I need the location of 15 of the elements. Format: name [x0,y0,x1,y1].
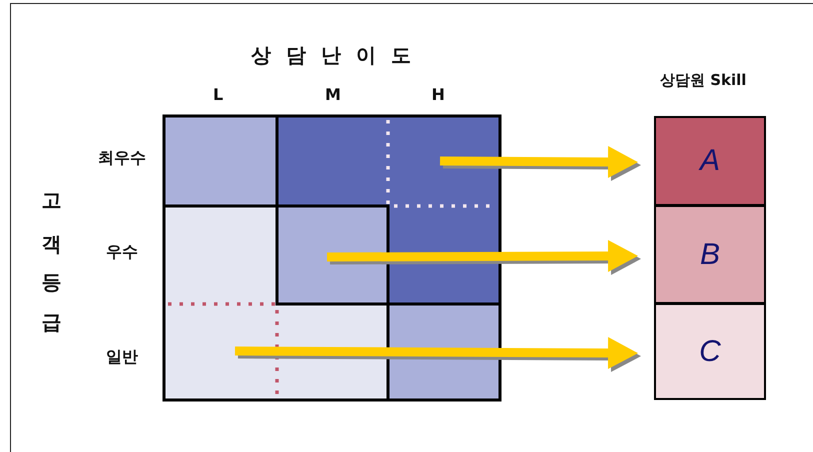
skill-box: B [654,206,766,304]
column-label: H [432,87,445,103]
arrow [440,146,638,178]
axis-title: 고객등급 [42,180,62,340]
column-label: M [325,87,341,103]
row-label: 최우수 [98,150,146,166]
row-label: 일반 [106,349,138,365]
arrow [326,240,638,272]
arrow [234,337,638,369]
skill-box: A [654,116,766,206]
skill-box: C [654,304,766,400]
column-label: L [213,87,224,103]
row-label: 우수 [106,244,138,260]
column-heading: 상담원 Skill [660,72,746,88]
axis-title: 상 담 난 이 도 [251,45,415,65]
